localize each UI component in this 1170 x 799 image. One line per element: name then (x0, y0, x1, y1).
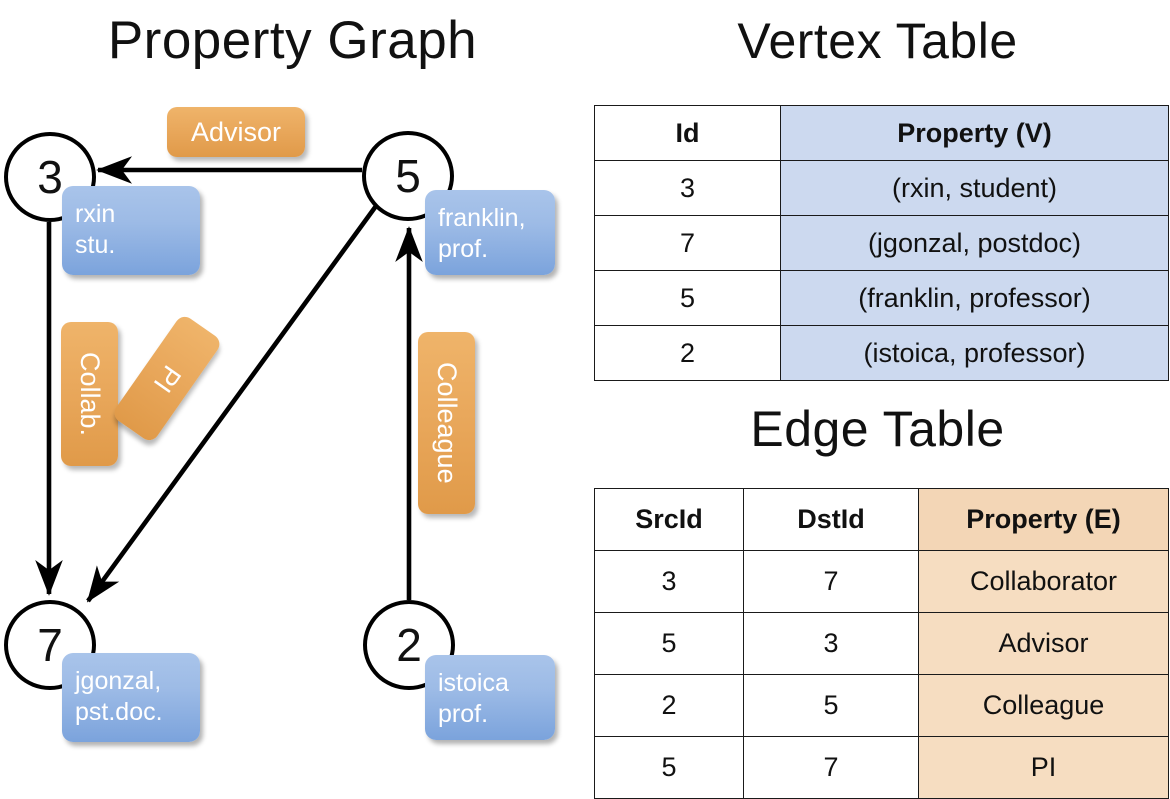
graph-edges-layer (35, 156, 423, 603)
vertex-cell-id: 3 (594, 160, 781, 216)
vertex-cell-property: (franklin, professor) (780, 270, 1169, 326)
edge-label-advisor: Advisor (167, 107, 305, 157)
edge-table-header-srcid: SrcId (594, 488, 744, 551)
table-row[interactable]: 3 (rxin, student) (594, 160, 1169, 216)
table-row[interactable]: 3 7 Collaborator (594, 550, 1169, 613)
node-3-id-label: 3 (37, 151, 63, 203)
table-row[interactable]: 7 (jgonzal, postdoc) (594, 215, 1169, 271)
property-graph-diagram: 3 5 7 2 rxin stu. franklin, prof. jgonza… (0, 0, 585, 760)
edge-cell-dstid: 7 (743, 736, 919, 799)
node-3-property-line-2: stu. (75, 231, 116, 259)
vertex-cell-property: (rxin, student) (780, 160, 1169, 216)
node-3-property-box: rxin stu. (62, 186, 200, 275)
edge-label-pi-text: PI (147, 359, 188, 398)
node-5-property-line-2: prof. (438, 235, 489, 263)
edge-cell-property: Colleague (918, 674, 1169, 737)
edge-cell-property: PI (918, 736, 1169, 799)
vertex-table-title: Vertex Table (737, 13, 1018, 69)
graph-node-5[interactable]: 5 (362, 131, 454, 221)
edge-cell-dstid: 7 (743, 550, 919, 613)
node-2-id-label: 2 (396, 619, 422, 671)
vertex-cell-property: (jgonzal, postdoc) (780, 215, 1169, 271)
vertex-table-header-row: Id Property (V) (594, 105, 1169, 161)
node-2-property-line-2: prof. (438, 700, 489, 728)
edge-cell-srcid: 5 (594, 736, 744, 799)
edge-table-title: Edge Table (750, 401, 1005, 457)
node-5-property-line-1: franklin, (438, 204, 526, 232)
edge-label-colleague-text: Colleague (432, 362, 462, 484)
vertex-cell-id: 5 (594, 270, 781, 326)
node-7-id-label: 7 (37, 619, 63, 671)
node-3-property-line-1: rxin (75, 200, 116, 228)
edge-label-collab-text: Collab. (75, 351, 105, 437)
property-graph-title: Property Graph (107, 11, 478, 70)
vertex-table: Id Property (V) 3 (rxin, student) 7 (jgo… (594, 105, 1169, 381)
edge-label-advisor-text: Advisor (190, 116, 282, 147)
table-row[interactable]: 5 3 Advisor (594, 612, 1169, 675)
graph-node-2[interactable]: 2 (363, 600, 455, 690)
node-7-property-line-2: pst.doc. (75, 698, 163, 726)
node-7-property-box: jgonzal, pst.doc. (62, 653, 200, 742)
vertex-table-header-property: Property (V) (780, 105, 1169, 161)
table-row[interactable]: 2 (istoica, professor) (594, 325, 1169, 381)
edge-table-header-dstid: DstId (743, 488, 919, 551)
vertex-table-header-id: Id (594, 105, 781, 161)
table-row[interactable]: 5 7 PI (594, 736, 1169, 799)
edge-label-collab: Collab. (61, 322, 118, 466)
edge-cell-dstid: 3 (743, 612, 919, 675)
edge-label-colleague: Colleague (418, 332, 475, 514)
node-2-property-line-1: istoica (438, 669, 509, 697)
edge-5-to-7 (86, 204, 378, 603)
table-row[interactable]: 2 5 Colleague (594, 674, 1169, 737)
edge-table-header-row: SrcId DstId Property (E) (594, 488, 1169, 551)
edge-table-header-property: Property (E) (918, 488, 1169, 551)
edge-cell-srcid: 3 (594, 550, 744, 613)
edge-cell-property: Collaborator (918, 550, 1169, 613)
edge-cell-srcid: 5 (594, 612, 744, 675)
vertex-cell-id: 2 (594, 325, 781, 381)
table-row[interactable]: 5 (franklin, professor) (594, 270, 1169, 326)
edge-cell-srcid: 2 (594, 674, 744, 737)
node-7-property-line-1: jgonzal, (75, 667, 162, 695)
edge-table: SrcId DstId Property (E) 3 7 Collaborato… (594, 488, 1169, 799)
node-5-property-box: franklin, prof. (425, 190, 555, 275)
node-2-property-box: istoica prof. (425, 655, 555, 740)
vertex-cell-property: (istoica, professor) (780, 325, 1169, 381)
edge-cell-dstid: 5 (743, 674, 919, 737)
node-5-id-label: 5 (395, 150, 421, 202)
vertex-cell-id: 7 (594, 215, 781, 271)
edge-cell-property: Advisor (918, 612, 1169, 675)
